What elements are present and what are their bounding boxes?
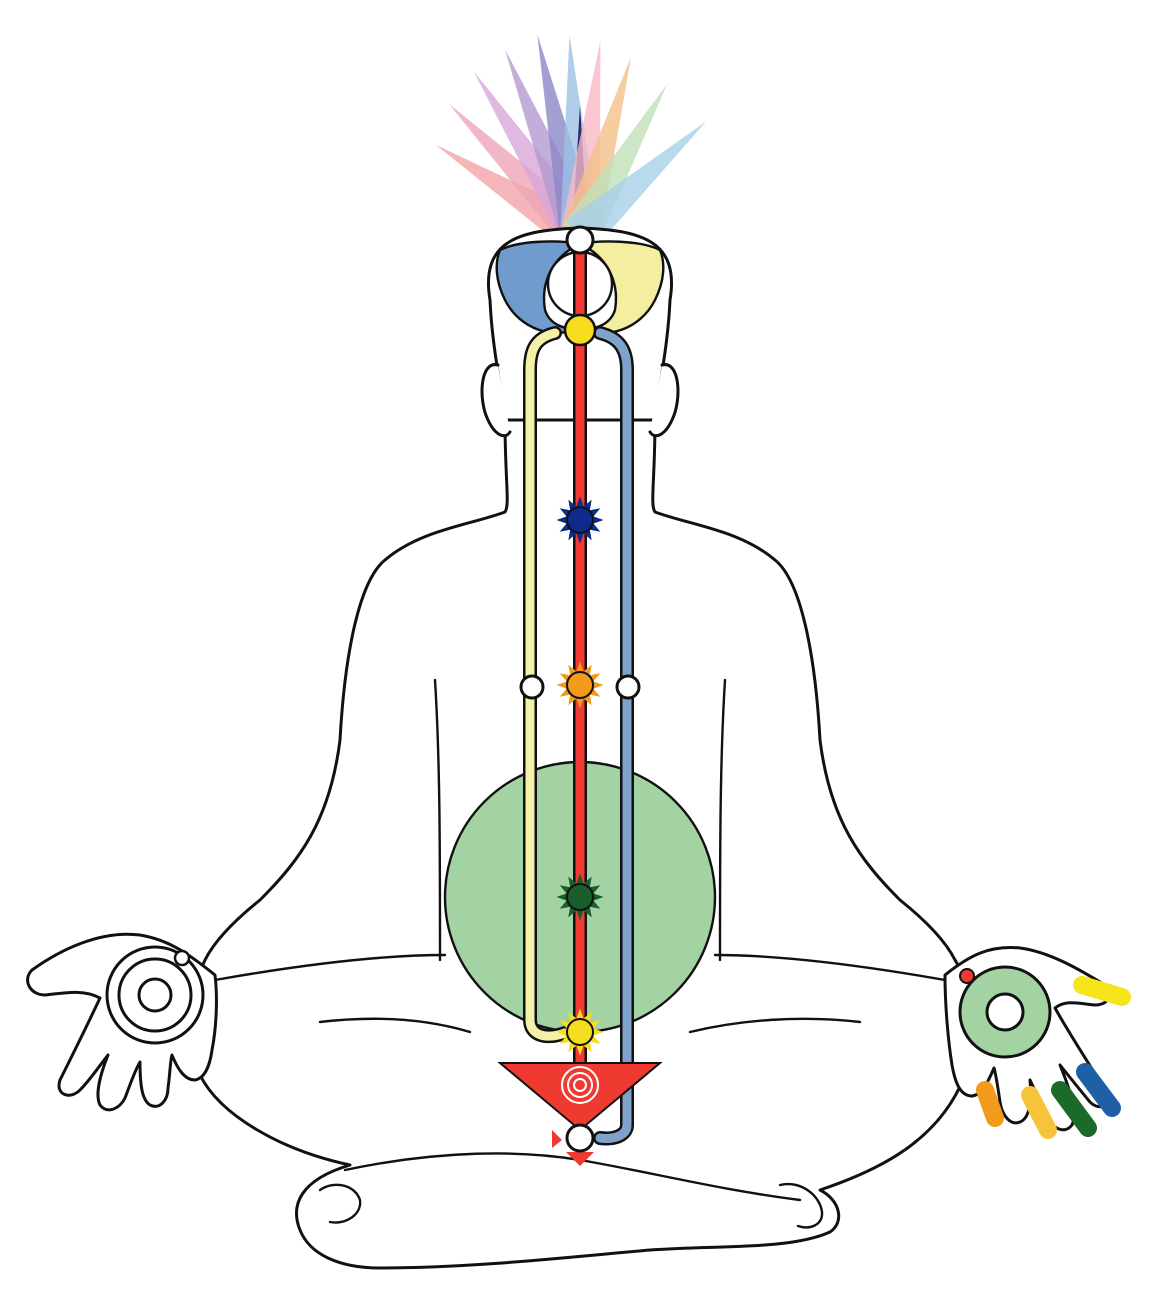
ajna-chakra	[563, 313, 597, 347]
anahat-chakra	[556, 873, 604, 921]
chakra-core	[566, 506, 594, 534]
leg-crease-right	[688, 1017, 862, 1034]
nabhi-chakra	[556, 661, 604, 709]
fingertip	[1051, 1081, 1097, 1137]
foot-left	[318, 1183, 362, 1224]
crown-rays	[435, 34, 707, 252]
fingertip	[1021, 1086, 1057, 1139]
chakra-core	[566, 883, 594, 911]
arm-line-right	[718, 678, 727, 962]
chakra-core	[566, 1018, 594, 1046]
left-ear	[480, 363, 512, 438]
swadhisthan-chakra	[556, 1008, 604, 1056]
ida-dot	[519, 674, 545, 700]
mooladhara-triangle	[497, 1062, 663, 1166]
fingertip	[1073, 976, 1131, 1006]
crown-ray	[560, 57, 631, 241]
left-palm-centre	[105, 945, 205, 1045]
right-fingertips	[976, 976, 1131, 1139]
fingertip	[1076, 1063, 1121, 1117]
right-palm-centre	[958, 965, 1052, 1059]
pingala-dot	[615, 674, 641, 700]
leg-crease-left	[318, 1017, 472, 1034]
foot-right	[778, 1182, 824, 1229]
chakra-core	[566, 671, 594, 699]
crown-ray	[566, 121, 707, 250]
kundalini-dot	[565, 1123, 595, 1153]
right-ear	[648, 363, 680, 438]
forearm-right	[713, 953, 947, 982]
legs-outline	[198, 1073, 967, 1270]
crown-chakra	[565, 225, 595, 255]
forearm-left	[213, 953, 447, 982]
arm-line-left	[433, 678, 442, 962]
fingertip	[976, 1081, 1004, 1127]
vishuddhi-chakra	[556, 496, 604, 544]
